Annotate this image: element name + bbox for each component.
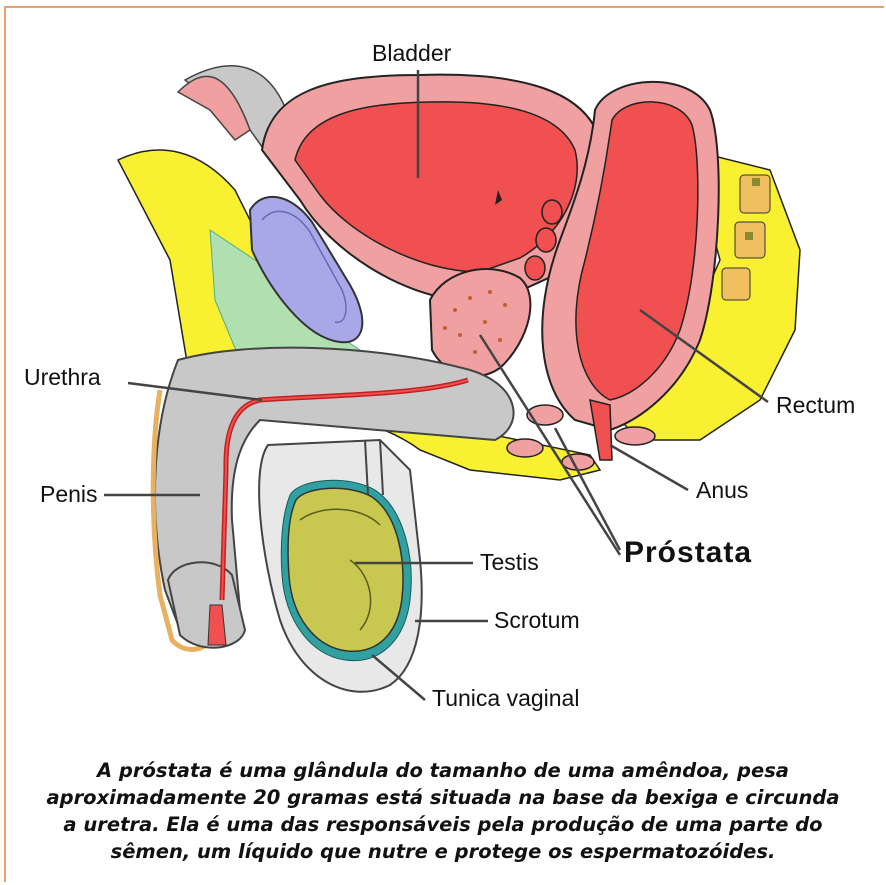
label-tunica-vaginal: Tunica vaginal xyxy=(432,685,579,712)
label-bladder: Bladder xyxy=(372,40,451,67)
caption-line-2: aproximadamente 20 gramas está situada n… xyxy=(0,784,886,811)
seminal-vesicle-2 xyxy=(536,228,556,252)
anatomy-diagram xyxy=(0,0,886,740)
caption-line-3: a uretra. Ela é uma das responsáveis pel… xyxy=(0,811,886,838)
caption-line-4: sêmen, um líquido que nutre e protege os… xyxy=(0,838,886,865)
seminal-vesicle-3 xyxy=(525,256,545,280)
anal-sphincter-3 xyxy=(507,439,543,457)
anal-sphincter-4 xyxy=(562,454,594,470)
label-testis: Testis xyxy=(480,549,539,576)
prostate-gland xyxy=(430,269,530,376)
label-anus: Anus xyxy=(696,477,748,504)
label-scrotum: Scrotum xyxy=(494,607,580,634)
label-urethra: Urethra xyxy=(24,364,101,391)
seminal-vesicle-1 xyxy=(542,200,562,224)
anal-sphincter-2 xyxy=(527,405,563,425)
label-penis: Penis xyxy=(40,481,98,508)
anal-canal xyxy=(590,400,612,460)
label-rectum: Rectum xyxy=(776,392,855,419)
label-prostata: Próstata xyxy=(624,536,752,570)
bladder-lumen xyxy=(295,102,577,272)
caption: A próstata é uma glândula do tamanho de … xyxy=(0,757,886,865)
anal-sphincter-1 xyxy=(615,427,655,445)
caption-line-1: A próstata é uma glândula do tamanho de … xyxy=(0,757,886,784)
